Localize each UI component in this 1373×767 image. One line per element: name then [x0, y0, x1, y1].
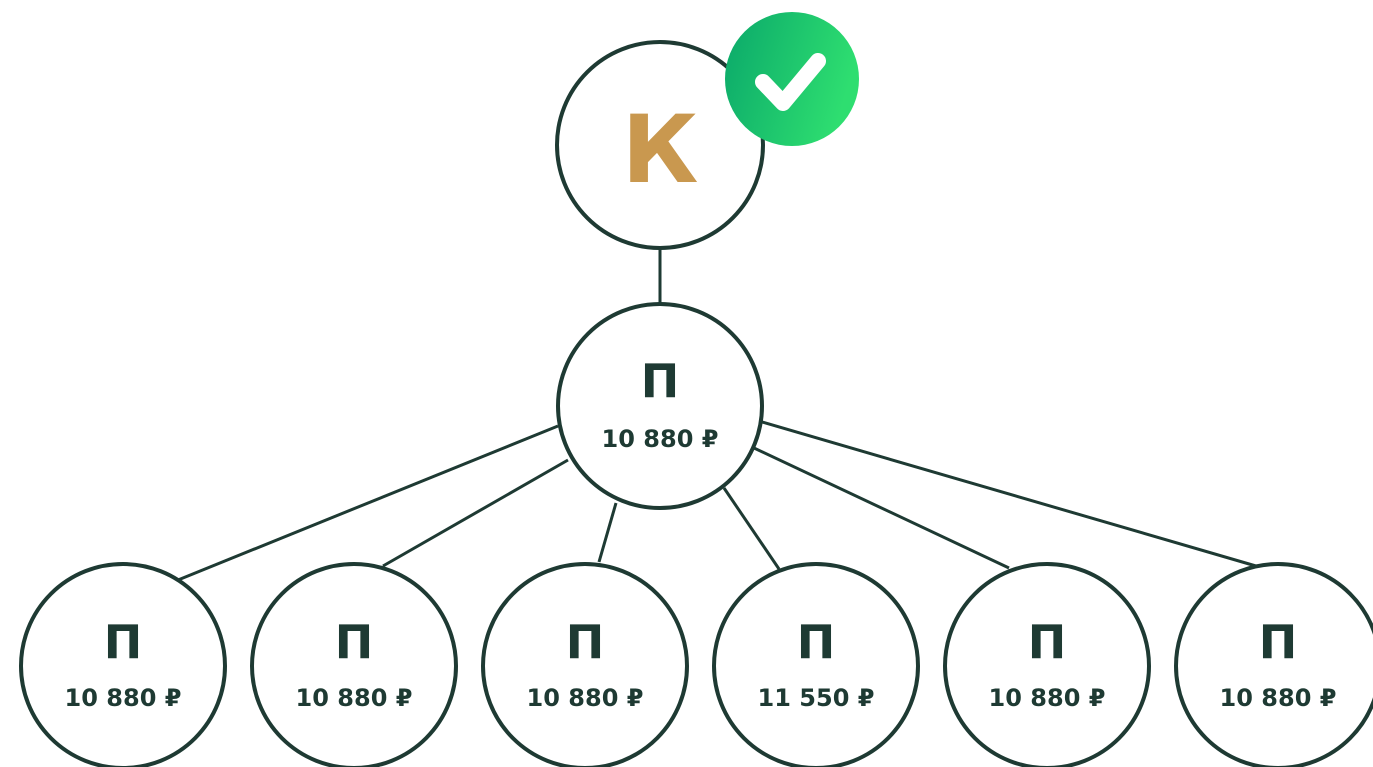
child-node-price: 10 880 ₽: [1220, 684, 1337, 712]
middle-node-letter: П: [641, 354, 680, 408]
child-node-letter: П: [566, 615, 605, 669]
child-node-price: 10 880 ₽: [65, 684, 182, 712]
child-node: П 10 880 ₽: [481, 562, 689, 767]
connector-child-6: [761, 420, 1257, 568]
connector-child-4: [722, 487, 781, 570]
child-node-letter: П: [104, 615, 143, 669]
root-node: К: [555, 40, 765, 250]
child-node-letter: П: [1028, 615, 1067, 669]
child-node: П 10 880 ₽: [250, 562, 458, 767]
child-node-circle: [19, 562, 227, 767]
child-node: П 10 880 ₽: [19, 562, 227, 767]
connector-child-3: [597, 502, 618, 563]
child-node-price: 11 550 ₽: [758, 684, 875, 712]
child-node-price: 10 880 ₽: [527, 684, 644, 712]
child-node: П 10 880 ₽: [943, 562, 1151, 767]
child-node-circle: [943, 562, 1151, 767]
root-node-letter: К: [622, 96, 699, 205]
child-node-price: 10 880 ₽: [989, 684, 1106, 712]
middle-node: П 10 880 ₽: [556, 302, 764, 510]
child-node-price: 10 880 ₽: [296, 684, 413, 712]
child-node-letter: П: [335, 615, 374, 669]
root-node-circle: [555, 40, 765, 250]
child-node-circle: [481, 562, 689, 767]
child-node-circle: [250, 562, 458, 767]
connector-child-5: [753, 446, 1010, 570]
verified-badge: [725, 12, 859, 146]
connector-child-1: [177, 424, 559, 582]
child-node: П 10 880 ₽: [1174, 562, 1373, 767]
connector-child-2: [382, 458, 569, 568]
middle-node-circle: [556, 302, 764, 510]
child-node: П 11 550 ₽: [712, 562, 920, 767]
child-node-circle: [712, 562, 920, 767]
child-node-letter: П: [1259, 615, 1298, 669]
checkmark-icon: [755, 53, 826, 111]
child-node-circle: [1174, 562, 1373, 767]
connectors: [177, 248, 1257, 582]
middle-node-price: 10 880 ₽: [602, 425, 719, 453]
badge-circle: [725, 12, 859, 146]
child-node-letter: П: [797, 615, 836, 669]
